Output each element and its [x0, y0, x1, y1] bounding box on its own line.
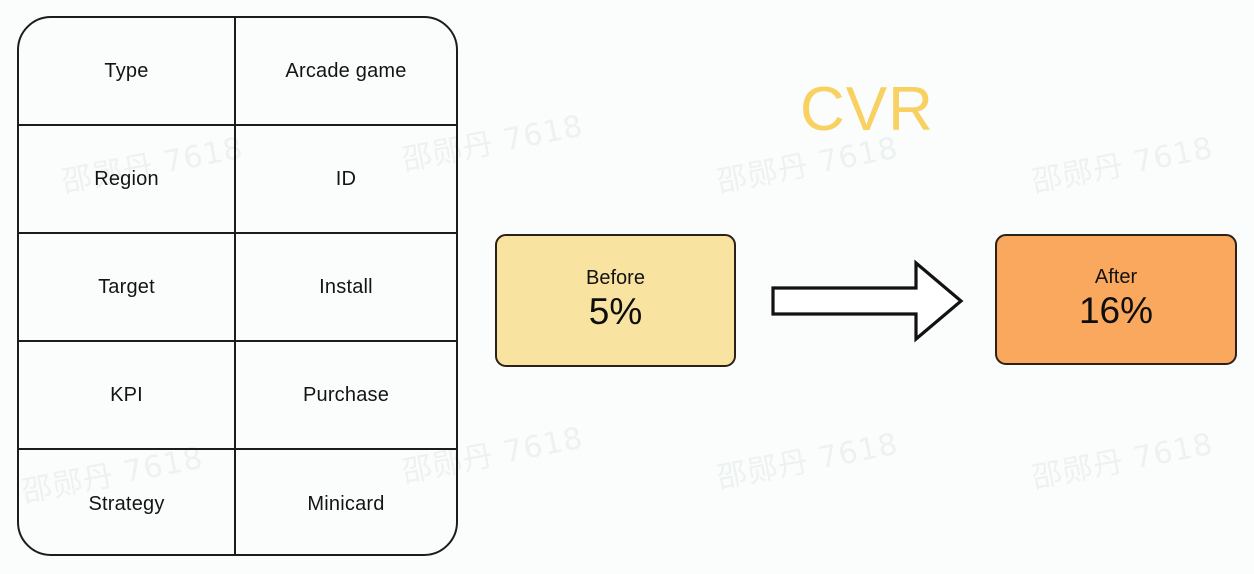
cvr-after-value: 16%: [1078, 290, 1154, 332]
table-cell-key: Strategy: [19, 450, 236, 554]
watermark-text: 邵郧丹 7618: [714, 426, 902, 497]
table-cell-key: Target: [19, 234, 236, 340]
table-row: Strategy Minicard: [19, 450, 456, 554]
table-row: Type Arcade game: [19, 18, 456, 126]
campaign-spec-table: Type Arcade game Region ID Target Instal…: [17, 16, 458, 556]
table-row: Region ID: [19, 126, 456, 234]
watermark-text: 邵郧丹 7618: [1029, 130, 1217, 201]
cvr-title: CVR: [800, 75, 934, 144]
cvr-before-value: 5%: [588, 291, 643, 333]
right-arrow-icon: [771, 259, 964, 343]
cvr-after-box: After 16%: [995, 234, 1237, 365]
table-cell-value: Purchase: [302, 383, 390, 406]
table-cell-key: KPI: [19, 342, 236, 448]
table-cell-key: Region: [19, 126, 236, 232]
watermark-text: 邵郧丹 7618: [1029, 426, 1217, 497]
table-cell-value: Arcade game: [285, 59, 407, 82]
table-cell-value: Minicard: [307, 492, 385, 515]
table-row: Target Install: [19, 234, 456, 342]
cvr-before-box: Before 5%: [495, 234, 736, 367]
table-cell-value: ID: [335, 167, 357, 190]
table-cell-key: Type: [19, 18, 236, 124]
cvr-before-label: Before: [586, 267, 645, 290]
table-row: KPI Purchase: [19, 342, 456, 450]
table-cell-value: Install: [319, 275, 373, 298]
cvr-after-label: After: [1094, 266, 1138, 289]
